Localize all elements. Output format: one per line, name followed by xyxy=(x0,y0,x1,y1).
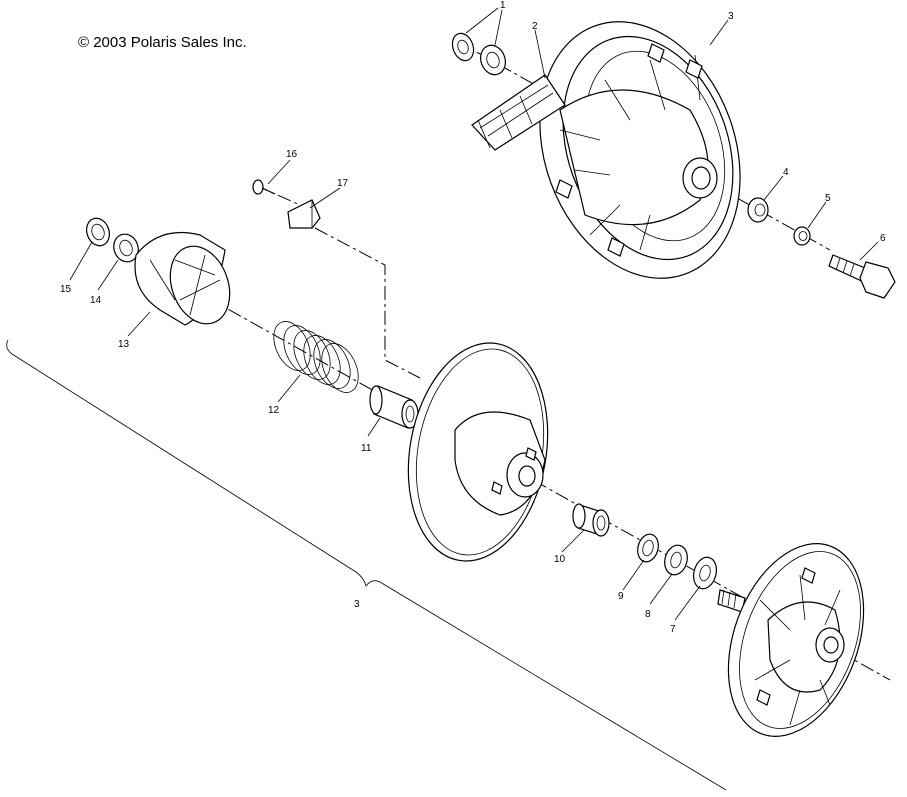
part-9-washer xyxy=(637,533,659,563)
callout-14: 14 xyxy=(90,295,102,306)
callout-assembly: 3 xyxy=(354,599,360,610)
callout-10: 10 xyxy=(554,554,566,565)
callout-5: 5 xyxy=(825,193,831,204)
part-11-bushing xyxy=(369,385,419,429)
part-2-bushing xyxy=(471,74,566,151)
assembly-bracket xyxy=(6,339,727,791)
callout-17: 17 xyxy=(337,178,349,189)
copyright-notice: © 2003 Polaris Sales Inc. xyxy=(78,34,247,51)
part-12-spring xyxy=(273,321,359,393)
callout-1: 1 xyxy=(500,0,506,11)
callout-7: 7 xyxy=(670,624,676,635)
part-3-moveable-sheave xyxy=(539,21,741,279)
callout-9: 9 xyxy=(618,591,624,602)
part-1-washers xyxy=(451,32,506,76)
callout-12: 12 xyxy=(268,405,280,416)
callout-16: 16 xyxy=(286,149,298,160)
stationary-sheave xyxy=(407,342,549,562)
callout-2: 2 xyxy=(532,21,538,32)
callout-3: 3 xyxy=(728,11,734,22)
part-14-washer xyxy=(113,233,139,263)
callout-6: 6 xyxy=(880,233,886,244)
callout-labels: 1 2 3 4 5 6 7 8 9 10 11 12 13 14 15 16 1… xyxy=(60,0,886,635)
part-7-washer xyxy=(692,556,718,590)
part-8-washer xyxy=(664,544,688,576)
callout-13: 13 xyxy=(118,339,130,350)
part-5-lockwasher xyxy=(793,226,811,246)
part-16-screw xyxy=(252,179,276,195)
callout-8: 8 xyxy=(645,609,651,620)
leader-lines xyxy=(69,7,879,621)
callout-4: 4 xyxy=(783,167,789,178)
callout-15: 15 xyxy=(60,284,72,295)
part-15-snap-ring xyxy=(86,217,110,247)
callout-11: 11 xyxy=(361,443,372,454)
part-13-cam xyxy=(134,231,231,326)
part-10-bushing xyxy=(572,503,610,537)
part-6-bolt xyxy=(828,254,896,299)
driven-sheave xyxy=(717,543,865,737)
part-4-washer xyxy=(747,197,769,223)
